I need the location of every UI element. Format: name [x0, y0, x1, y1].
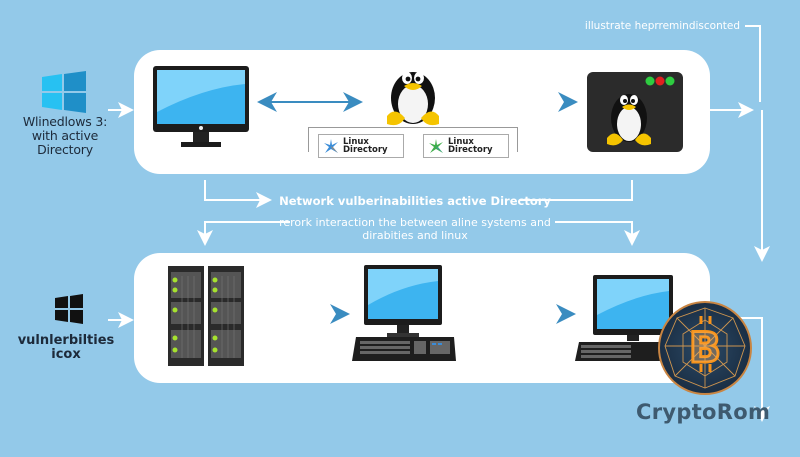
desktop-workstation-icon: [575, 275, 677, 361]
flow-arrow-bottom-1: [262, 304, 350, 324]
brand-name: CryptoRom: [636, 400, 771, 424]
svg-text:B: B: [689, 323, 721, 372]
bidirectional-arrow: [257, 92, 363, 112]
flow-arrow-bottom-2: [488, 304, 576, 324]
badge-bracket: [308, 127, 518, 152]
flow-arrow-top: [470, 92, 578, 112]
svg-text:B: B: [689, 323, 721, 372]
windows-logo-dark-icon: [55, 294, 83, 324]
server-rack-icon: [168, 266, 244, 366]
mid-down-left: [197, 221, 290, 246]
top-note-bracket: [745, 25, 761, 102]
mid-left-arrow: [204, 180, 272, 208]
top-note: illustrate heprremindisconted: [584, 20, 740, 32]
directory-logo-icon: [429, 139, 443, 153]
brand-side-line: [735, 317, 770, 422]
badge-line2: Directory: [448, 145, 493, 155]
badge-line2: Directory: [343, 145, 388, 155]
bitcoin-icon: B B: [658, 301, 752, 395]
desktop-workstation-icon: [352, 265, 456, 361]
linux-terminal-icon: [587, 72, 683, 152]
windows-ad-label: Wlinedlows 3: with active Directory: [22, 114, 108, 157]
directory-logo-icon: [324, 139, 338, 153]
badge-line1: Linux: [343, 137, 369, 147]
windows-logo-icon: [42, 71, 86, 113]
badge-line1: Linux: [448, 137, 474, 147]
middle-subcaption: rerork interaction the between aline sys…: [279, 216, 551, 242]
desktop-monitor-icon: [153, 66, 249, 147]
mid-down-right: [555, 221, 640, 246]
mid-right-line: [520, 180, 633, 201]
vulnerabilities-label: vulnlerbilties icox: [17, 333, 115, 362]
middle-caption: Network vulberinabilities active Directo…: [279, 194, 551, 208]
linux-tux-icon: [387, 72, 439, 126]
